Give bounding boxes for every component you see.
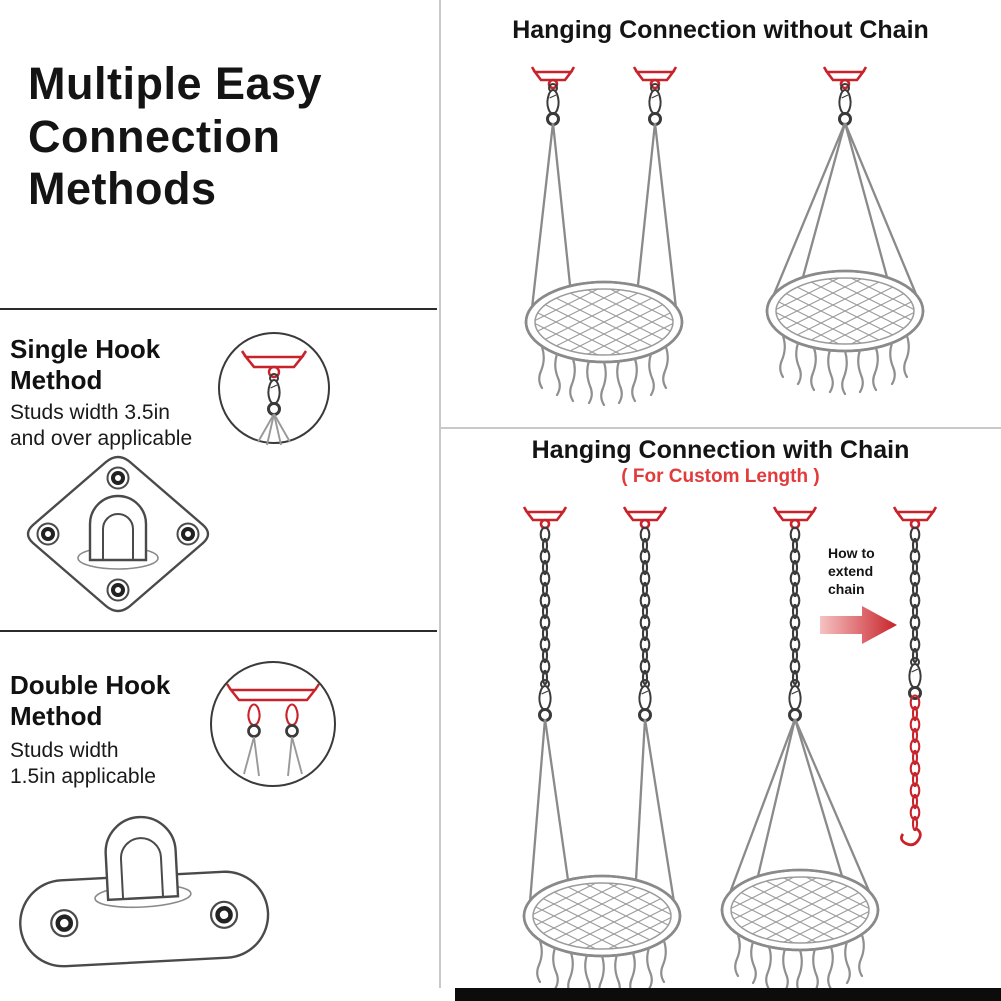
red-carabiner-icon xyxy=(247,703,261,727)
ropes xyxy=(528,718,676,903)
carabiner-icon xyxy=(837,82,853,126)
carabiner-icon xyxy=(907,656,923,700)
bottom-bar xyxy=(455,988,1001,1001)
ceiling-mount-icon xyxy=(772,505,818,530)
ceiling-mount-icon xyxy=(240,350,308,379)
hanging-with-chain-illustration xyxy=(440,505,938,1001)
carabiner-icon xyxy=(545,82,561,126)
chain-hung-two-point-chair xyxy=(522,505,682,1001)
hook-loop xyxy=(88,494,148,562)
ropes xyxy=(257,413,291,446)
zoom-circle xyxy=(210,661,336,787)
without-chain-title: Hanging Connection without Chain xyxy=(512,16,929,44)
right-hook-assembly xyxy=(285,703,303,777)
right-panel: Hanging Connection without Chain xyxy=(440,0,1001,1001)
extend-chain-note: How to extend chain xyxy=(828,545,875,598)
chain xyxy=(539,526,551,686)
hook-loop xyxy=(104,815,180,902)
hammock-chair xyxy=(522,816,682,1001)
hammock-chair xyxy=(524,222,684,422)
single-hook-plate-illustration xyxy=(26,455,210,613)
chain xyxy=(639,526,651,686)
ropes xyxy=(770,122,920,300)
extend-arrow-icon xyxy=(820,606,897,644)
left-hook-assembly xyxy=(243,703,261,777)
extension-chain-red xyxy=(909,694,921,832)
single-hook-detail-illustration xyxy=(218,332,330,446)
carabiner-icon xyxy=(537,678,553,722)
panel-divider-vertical xyxy=(439,0,441,988)
ceiling-mount-icon xyxy=(622,505,668,530)
single-hook-subtext: Studs width 3.5in and over applicable xyxy=(10,401,193,451)
single-point-hanging-chair xyxy=(765,65,925,411)
hanging-without-chain-illustration xyxy=(440,65,1001,428)
ring-icon xyxy=(247,724,261,738)
double-hook-detail-illustration xyxy=(210,661,336,787)
red-carabiner-icon xyxy=(285,703,299,727)
left-panel: Multiple Easy Connection Methods Single … xyxy=(0,0,440,1001)
ring-icon xyxy=(285,724,299,738)
chain-hung-single-point-chair xyxy=(720,505,880,1001)
single-hook-heading: Single Hook Method xyxy=(10,334,161,395)
chain xyxy=(789,526,801,686)
carabiner-icon xyxy=(787,678,803,722)
section-divider-horizontal xyxy=(440,427,1001,429)
ropes xyxy=(726,718,874,899)
chain xyxy=(909,526,921,664)
carabiner-icon xyxy=(647,82,663,126)
ceiling-rail-icon xyxy=(226,683,320,702)
double-hook-heading: Double Hook Method xyxy=(10,670,171,731)
hammock-chair xyxy=(765,211,925,411)
double-hook-subtext: Studs width 1.5in applicable xyxy=(10,739,156,789)
carabiner-icon xyxy=(637,678,653,722)
chain-extension-demo xyxy=(820,505,938,847)
red-hook-icon xyxy=(900,826,922,847)
hammock-chair xyxy=(720,810,880,1001)
section-divider xyxy=(0,630,437,632)
double-hook-plate-illustration xyxy=(19,815,270,968)
ceiling-mount-icon xyxy=(522,505,568,530)
screw-holes xyxy=(36,466,200,602)
two-point-hanging-chair xyxy=(524,65,684,422)
ropes xyxy=(530,122,678,309)
ceiling-mount-icon xyxy=(892,505,938,530)
section-divider xyxy=(0,308,437,310)
screw-holes xyxy=(50,900,239,938)
with-chain-title: Hanging Connection with Chain xyxy=(531,436,910,464)
with-chain-subtitle: ( For Custom Length ) xyxy=(621,466,820,487)
main-title: Multiple Easy Connection Methods xyxy=(28,58,323,215)
